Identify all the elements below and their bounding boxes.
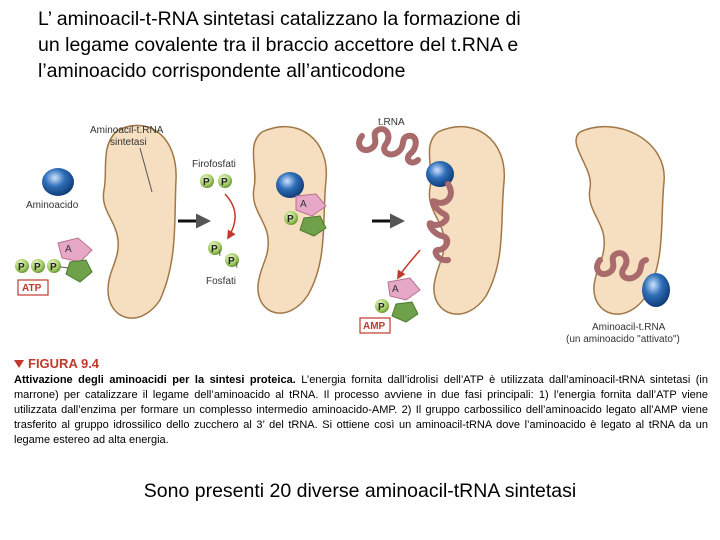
amp-ribose [392, 302, 418, 322]
trna-free [359, 129, 418, 162]
amp-release-arrow [398, 250, 420, 278]
figure-text-bold: Attivazione degli aminoacidi per la sint… [14, 374, 296, 386]
atp-ribose [66, 260, 92, 282]
enzyme-shape-3 [429, 127, 504, 315]
enzyme-shape-1 [103, 125, 176, 318]
title-line-2: un legame covalente tra il braccio accet… [38, 32, 698, 58]
atp-adenine-label: A [65, 244, 72, 255]
pyro-p2: P [221, 177, 228, 188]
bound-adenine-label: A [300, 199, 307, 210]
slide-title: L’ aminoacil-t-RNA sintetasi catalizzano… [38, 6, 698, 84]
product-label-1: Aminoacil-t.RNA [592, 322, 666, 333]
atp-label: ATP [22, 283, 42, 294]
atp-p3: P [50, 262, 57, 273]
aminoacid-label: Aminoacido [26, 200, 79, 211]
amp-label: AMP [363, 321, 386, 332]
pyro-to-pi-arrow [225, 194, 235, 238]
enzyme-label-1: Aminoacil-t.RNA [90, 125, 164, 136]
phosphate-label: Fosfati [206, 276, 236, 287]
product-label-2: (un aminoacido "attivato") [566, 334, 680, 345]
pi-sub2: i [236, 261, 238, 270]
pi-p1: P [211, 244, 218, 255]
figure-caption: FIGURA 9.4 Attivazione degli aminoacidi … [14, 356, 708, 448]
atp-p2: P [34, 262, 41, 273]
pyrophosphate-label: Firofosfati [192, 159, 236, 170]
triangle-icon [14, 360, 24, 368]
figure-text: Attivazione degli aminoacidi per la sint… [14, 373, 708, 448]
amp-p: P [378, 302, 385, 313]
trna-label: t.RNA [378, 117, 405, 128]
enzyme-label-2: sintetasi [110, 137, 147, 148]
figure-number: FIGURA 9.4 [28, 356, 99, 371]
atp-adenine [58, 238, 92, 262]
atp-p1: P [18, 262, 25, 273]
pi-p2: P [228, 256, 235, 267]
aminoacid-ball [42, 168, 74, 196]
title-line-3: l’aminoacido corrispondente all’anticodo… [38, 58, 698, 84]
bound-p: P [287, 214, 294, 225]
pyro-p1: P [203, 177, 210, 188]
pi-sub1: i [219, 249, 221, 258]
title-line-1: L’ aminoacil-t-RNA sintetasi catalizzano… [38, 6, 698, 32]
product-aminoacid-ball [642, 273, 670, 307]
bound-aminoacid-ball [276, 172, 304, 198]
amp-adenine-label: A [392, 284, 399, 295]
footer-note: Sono presenti 20 diverse aminoacil-tRNA … [0, 480, 720, 503]
activation-diagram: Aminoacil-t.RNA sintetasi Aminoacido A P… [0, 110, 720, 350]
figure-heading: FIGURA 9.4 [14, 356, 708, 371]
